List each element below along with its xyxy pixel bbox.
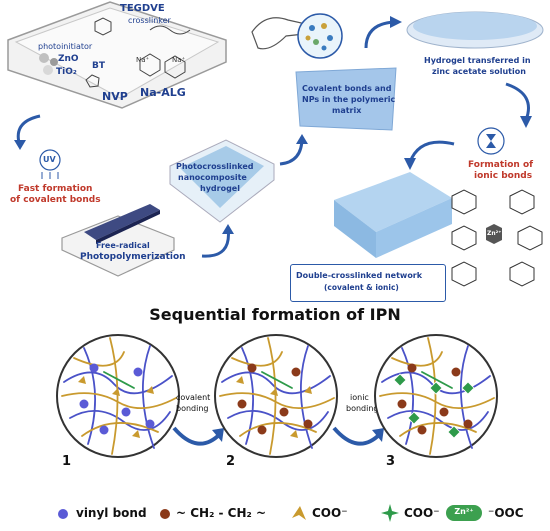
arrow-covalent-bonding xyxy=(172,426,224,446)
zinc-acetate-dish xyxy=(402,2,548,52)
uv-lamp-icon xyxy=(30,146,70,180)
zinc-ion-octahedron-icon xyxy=(486,224,502,244)
label-tegdve: TEGDVE xyxy=(120,3,165,14)
tegdve-molecule-icon xyxy=(149,25,191,35)
stage-2-arrow-label-1: covalent xyxy=(176,393,211,402)
label-fast-formation-line-1: Fast formation xyxy=(18,184,93,194)
tio2-particle-icon xyxy=(43,65,53,75)
alginate-molecule-icon xyxy=(139,53,186,79)
label-covalent-line-3: matrix xyxy=(332,106,362,115)
label-transferred-line-1: Hydrogel transferred in xyxy=(424,56,531,65)
label-free-radical-line-1: Free-radical xyxy=(96,241,150,250)
ch2-dot xyxy=(247,363,257,373)
legend-vinyl-label: vinyl bond xyxy=(76,506,147,520)
photopolymerization-device xyxy=(56,198,176,278)
network-circle-2 xyxy=(212,332,340,460)
label-double-line-2: (covalent & ionic) xyxy=(324,283,399,292)
double-crosslinked-gel xyxy=(314,170,454,262)
label-na-top: Na⁺ xyxy=(136,56,150,64)
label-photo-hydrogel-line-3: hydrogel xyxy=(200,184,240,193)
legend-vinyl-icon xyxy=(58,509,68,519)
label-tio2: TiO₂ xyxy=(56,67,77,77)
photoinitiator-molecule-icon xyxy=(94,17,112,36)
label-covalent-line-1: Covalent bonds and xyxy=(302,84,392,93)
stage-number-2: 2 xyxy=(226,454,236,469)
label-fast-formation-line-2: of covalent bonds xyxy=(10,195,101,205)
label-free-radical-line-2: Photopolymerization xyxy=(80,252,186,262)
arrow-ionic-bonding xyxy=(332,426,384,446)
legend-ooc-label: ⁻OOC xyxy=(488,506,524,520)
legend-zn-label: Zn²⁺ xyxy=(454,507,474,516)
hand-with-sample xyxy=(246,2,346,72)
vinyl-dot xyxy=(89,363,99,373)
legend-zinc-crosslink-icon xyxy=(381,504,399,522)
zinc-crosslink-icon xyxy=(429,381,443,395)
legend-coo-label: COO⁻ xyxy=(312,506,348,520)
network-circle-3 xyxy=(372,332,500,460)
stage-3-arrow-label-2: bonding xyxy=(346,404,379,413)
label-photoinitiator: photoinitiator xyxy=(38,42,93,51)
label-ionic-line-2: ionic bonds xyxy=(474,171,533,181)
label-uv: UV xyxy=(43,155,56,164)
stage-3-arrow-label-1: ionic xyxy=(350,393,369,402)
curved-arrow-to-double xyxy=(404,140,455,170)
stage-2-arrow-label-2: bonding xyxy=(176,404,209,413)
double-network-box xyxy=(290,264,446,302)
label-covalent-line-2: NPs in the polymeric xyxy=(302,95,396,104)
curved-arrow-to-ionic xyxy=(505,82,532,128)
magnified-sample-icon xyxy=(297,13,343,59)
petri-dish-graphic xyxy=(7,1,227,109)
nvp-molecule-icon xyxy=(85,74,100,88)
label-ionic-line-1: Formation of xyxy=(468,160,534,170)
label-bt: BT xyxy=(92,61,105,71)
egg-box-structure xyxy=(446,186,550,296)
label-photo-hydrogel-line-2: nanocomposite xyxy=(178,173,247,182)
covalent-nps-box xyxy=(292,66,398,132)
label-zno: ZnO xyxy=(58,54,79,64)
network-circle-1 xyxy=(54,332,182,460)
label-transferred-line-2: zinc acetate solution xyxy=(432,67,526,76)
legend-zn-badge xyxy=(446,505,482,521)
label-crosslinker: crosslinker xyxy=(128,16,171,25)
label-na-alg: Na-ALG xyxy=(140,86,186,99)
photocrosslinked-hydrogel-dish xyxy=(166,132,276,224)
label-nvp: NVP xyxy=(102,90,128,103)
label-na-top-2: Na⁺ xyxy=(172,56,186,64)
uv-lamp-device-icon xyxy=(84,204,160,240)
legend-coo2-label: COO⁻ xyxy=(404,506,440,520)
legend-ch2-label: ~ CH₂ - CH₂ ~ xyxy=(176,506,267,520)
stage-number-3: 3 xyxy=(386,454,396,469)
label-zn-eggbox: Zn²⁺ xyxy=(487,230,502,237)
sequential-title: Sequential formation of IPN xyxy=(149,305,401,324)
label-photo-hydrogel-line-1: Photocrosslinked xyxy=(176,162,254,171)
curved-arrow-to-uv xyxy=(14,114,41,150)
zno-particle-icon xyxy=(39,53,49,63)
stage-number-1: 1 xyxy=(62,454,72,469)
ingredients-petri-dish xyxy=(0,0,230,110)
curved-arrow-to-hydrogel xyxy=(201,224,234,258)
hourglass-icon xyxy=(476,126,506,156)
curved-arrow-to-zinc xyxy=(364,16,402,49)
legend: vinyl bond ~ CH₂ - CH₂ ~ COO⁻ COO⁻ Zn²⁺ … xyxy=(0,498,550,528)
curved-arrow-to-covalent xyxy=(279,134,308,166)
legend-coo-icon xyxy=(292,506,306,520)
legend-ch2-icon xyxy=(160,509,170,519)
label-double-line-1: Double-crosslinked network xyxy=(296,271,423,280)
